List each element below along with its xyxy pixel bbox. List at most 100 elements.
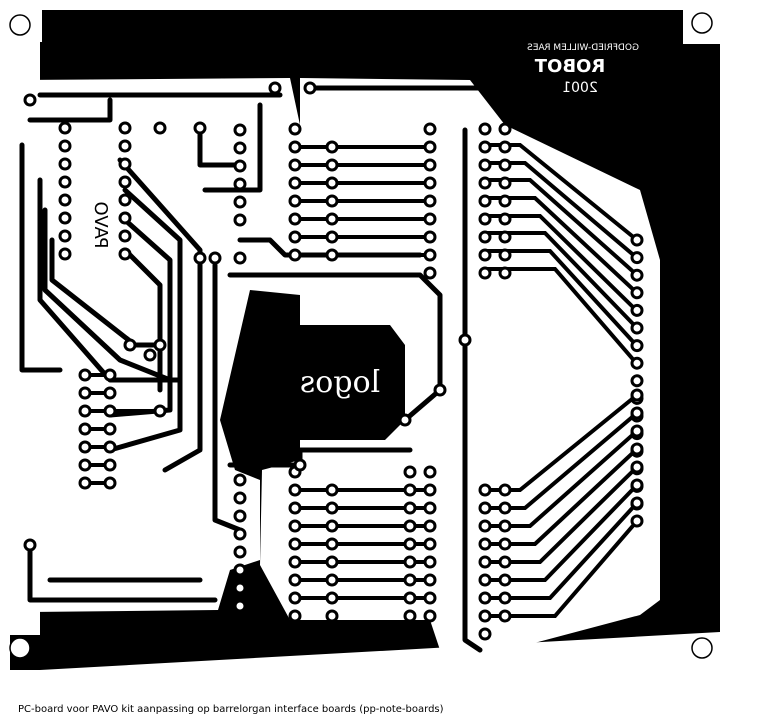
pad: [498, 519, 512, 533]
pad: [233, 509, 247, 523]
pad: [153, 121, 167, 135]
pad: [23, 538, 37, 552]
pad: [423, 194, 437, 208]
pad: [58, 211, 72, 225]
pad: [288, 483, 302, 497]
pad: [630, 268, 644, 282]
pad: [403, 465, 417, 479]
pad: [288, 194, 302, 208]
pad: [630, 496, 644, 510]
pad: [23, 93, 37, 107]
pad: [288, 519, 302, 533]
pcb-caption: PC-board voor PAVO kit aanpassing op bar…: [18, 704, 444, 715]
component-pads: [23, 81, 644, 641]
pad: [403, 501, 417, 515]
pad: [498, 158, 512, 172]
pad: [268, 81, 282, 95]
pad: [193, 251, 207, 265]
pad: [403, 609, 417, 623]
pad: [630, 514, 644, 528]
pad: [403, 573, 417, 587]
pad: [288, 555, 302, 569]
pad: [630, 356, 644, 370]
pad: [478, 627, 492, 641]
pad: [498, 140, 512, 154]
pad: [433, 383, 447, 397]
pad: [498, 248, 512, 262]
pad: [58, 139, 72, 153]
mounting-hole-bottom-left: [9, 637, 31, 659]
pad: [118, 247, 132, 261]
pad: [58, 193, 72, 207]
pad: [288, 537, 302, 551]
pad: [630, 460, 644, 474]
pad: [118, 193, 132, 207]
pad: [325, 158, 339, 172]
pad: [58, 175, 72, 189]
pad: [630, 442, 644, 456]
pad: [118, 229, 132, 243]
pad: [233, 545, 247, 559]
pad: [78, 386, 92, 400]
pad: [630, 321, 644, 335]
pad: [423, 501, 437, 515]
pad: [423, 465, 437, 479]
pad: [423, 555, 437, 569]
pad: [423, 176, 437, 190]
pad: [103, 476, 117, 490]
pad: [293, 458, 307, 472]
pad: [233, 473, 247, 487]
logo-copper-pad: [280, 325, 405, 440]
pad: [498, 501, 512, 515]
pad: [288, 248, 302, 262]
pad: [478, 591, 492, 605]
pad: [288, 609, 302, 623]
pad: [325, 573, 339, 587]
pad: [193, 121, 207, 135]
pad: [103, 422, 117, 436]
pad: [325, 176, 339, 190]
pad: [233, 177, 247, 191]
pad: [498, 266, 512, 280]
pad: [423, 230, 437, 244]
pad: [325, 501, 339, 515]
pad: [423, 537, 437, 551]
pad: [325, 591, 339, 605]
logo-text: logos: [300, 365, 380, 400]
pad: [118, 157, 132, 171]
pavo-label: PAVO: [90, 201, 111, 248]
pad: [423, 609, 437, 623]
pad: [233, 527, 247, 541]
pad: [630, 478, 644, 492]
pad: [233, 563, 247, 577]
pad: [478, 609, 492, 623]
pad: [423, 158, 437, 172]
pad: [325, 555, 339, 569]
pad: [288, 501, 302, 515]
pad: [288, 573, 302, 587]
pad: [423, 591, 437, 605]
pad: [423, 212, 437, 226]
pad: [58, 121, 72, 135]
pad: [118, 175, 132, 189]
pad: [58, 247, 72, 261]
pad: [58, 229, 72, 243]
pad: [423, 122, 437, 136]
copper-traces: [19, 85, 508, 653]
pad: [498, 176, 512, 190]
pad: [118, 139, 132, 153]
pad: [118, 211, 132, 225]
pad: [423, 519, 437, 533]
pad: [233, 599, 247, 613]
pad: [498, 122, 512, 136]
pad: [478, 537, 492, 551]
pad: [233, 195, 247, 209]
pcb-layout-diagram: GODFRIED-WILLEM RAES ROBOT 2001 PAVO log…: [9, 10, 720, 670]
board-clear-area-right: [470, 300, 640, 480]
pad: [325, 194, 339, 208]
pad: [403, 537, 417, 551]
pad: [403, 483, 417, 497]
pad: [288, 230, 302, 244]
pad: [478, 519, 492, 533]
pad: [103, 440, 117, 454]
